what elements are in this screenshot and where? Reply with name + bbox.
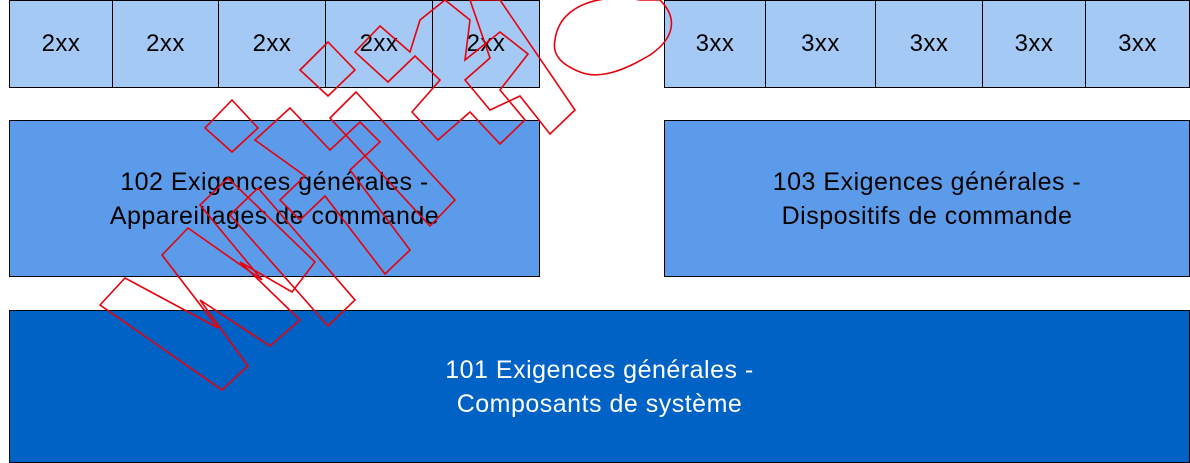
watermark-stroke-o: [553, 0, 673, 76]
part-3xx-cell-2: 3xx: [765, 0, 876, 88]
part-3xx-cell-5: 3xx: [1085, 0, 1190, 88]
part-2xx-cell-1: 2xx: [9, 0, 113, 88]
part-2xx-cell-3: 2xx: [218, 0, 326, 88]
part-101-box: 101 Exigences générales - Composants de …: [9, 310, 1190, 463]
part-2xx-cell-2: 2xx: [112, 0, 219, 88]
part-102-box: 102 Exigences générales - Appareillages …: [9, 120, 540, 277]
part-103-box: 103 Exigences générales - Dispositifs de…: [664, 120, 1190, 277]
part-3xx-cell-1: 3xx: [664, 0, 766, 88]
part-3xx-cell-3: 3xx: [875, 0, 983, 88]
part-2xx-cell-4: 2xx: [325, 0, 433, 88]
part-2xx-cell-5: 2xx: [432, 0, 540, 88]
part-3xx-cell-4: 3xx: [982, 0, 1086, 88]
